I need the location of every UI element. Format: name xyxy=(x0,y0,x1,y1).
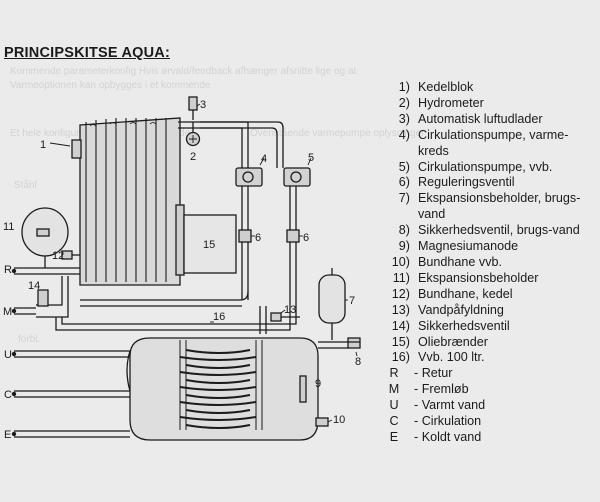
label-E: E xyxy=(4,429,11,441)
label-14: 14 xyxy=(28,280,40,292)
regulating-valve-hot-water xyxy=(286,229,300,243)
ghost-text-2: Varmeoptionen kan opbygges i et kommende xyxy=(10,80,211,91)
legend-item: 1)Kedelblok xyxy=(398,80,474,94)
regulating-valve-heating xyxy=(238,229,252,243)
legend-item: 2)Hydrometer xyxy=(398,95,484,110)
safety-valve xyxy=(37,289,49,307)
label-U: U xyxy=(4,349,12,361)
label-16: 16 xyxy=(213,311,225,323)
circulation-pump-heating xyxy=(235,167,263,187)
ghost-text-5: Ståhl xyxy=(14,180,37,191)
legend-letter-item: R- Retur xyxy=(389,366,453,381)
label-3: 3 xyxy=(200,99,206,111)
legend-item: 5)Cirkulationspumpe, vvb. xyxy=(398,159,553,174)
label-12: 12 xyxy=(52,250,64,262)
ghost-text-1: Kommende parameterkonfig Hvis ørvald/fee… xyxy=(10,66,357,77)
legend-letter-item: M- Fremløb xyxy=(388,382,469,397)
legend-item: 15)Oliebrænder xyxy=(391,334,488,349)
ghost-text-4: Ovenstående varmepumpe oplysninger xyxy=(250,128,425,139)
label-10: 10 xyxy=(333,414,345,426)
tank-drain-tap xyxy=(315,417,329,427)
legend-letter-item: U- Varmt vand xyxy=(389,398,486,413)
dhw-safety-valve xyxy=(347,337,361,349)
label-1: 1 xyxy=(40,139,46,151)
label-4: 4 xyxy=(261,153,267,165)
label-8: 8 xyxy=(355,356,361,368)
legend-item: 4)Cirkulationspumpe, varme-kreds xyxy=(398,127,569,158)
legend-item: 6)Reguleringsventil xyxy=(398,175,515,190)
label-13: 13 xyxy=(284,304,296,316)
label-5: 5 xyxy=(308,152,314,164)
legend-item: 9)Magnesiumanode xyxy=(398,239,519,254)
label-9: 9 xyxy=(315,378,321,390)
legend-letter-item: C- Cirkulation xyxy=(389,414,482,429)
boiler-drain-tap xyxy=(61,250,80,260)
legend-item: 14)Sikkerhedsventil xyxy=(391,318,510,333)
label-R: R xyxy=(4,264,12,276)
legend-item: 12)Bundhane, kedel xyxy=(391,286,513,301)
legend-item: 10)Bundhane vvb. xyxy=(391,254,503,269)
oil-burner xyxy=(183,214,237,274)
label-15: 15 xyxy=(203,239,215,251)
label-6b: 6 xyxy=(303,232,309,244)
air-vent xyxy=(188,96,198,120)
expansion-vessel-dhw xyxy=(318,268,346,340)
hot-water-tank xyxy=(129,337,360,441)
water-filling-valve xyxy=(270,312,300,322)
label-M: M xyxy=(3,306,12,318)
legend-item: 7)Ekspansionsbeholder, brugs- vand xyxy=(398,191,581,222)
label-6a: 6 xyxy=(255,232,261,244)
hydrometer xyxy=(185,122,201,147)
label-7: 7 xyxy=(349,295,355,307)
legend-letter-item: E- Koldt vand xyxy=(389,429,482,444)
page-title: PRINCIPSKITSE AQUA: xyxy=(4,45,170,61)
legend-item: 13)Vandpåfyldning xyxy=(391,302,504,317)
legend-item: 8)Sikkerhedsventil, brugs-vand xyxy=(398,223,580,238)
component-legend: 1)Kedelblok 2)Hydrometer 3)Automatisk lu… xyxy=(380,80,598,446)
legend-item: 16)Vvb. 100 ltr. xyxy=(391,350,485,365)
boiler-block xyxy=(71,117,185,286)
ghost-text-6: forbl. xyxy=(18,334,41,345)
expansion-vessel xyxy=(21,207,69,268)
label-C: C xyxy=(4,389,12,401)
label-11: 11 xyxy=(3,221,14,233)
legend-item: 11)Ekspansionsbeholder xyxy=(392,270,539,285)
legend-item: 3)Automatisk luftudlader xyxy=(398,111,543,126)
label-2: 2 xyxy=(190,151,196,163)
circulation-pump-hot-water xyxy=(283,167,311,187)
